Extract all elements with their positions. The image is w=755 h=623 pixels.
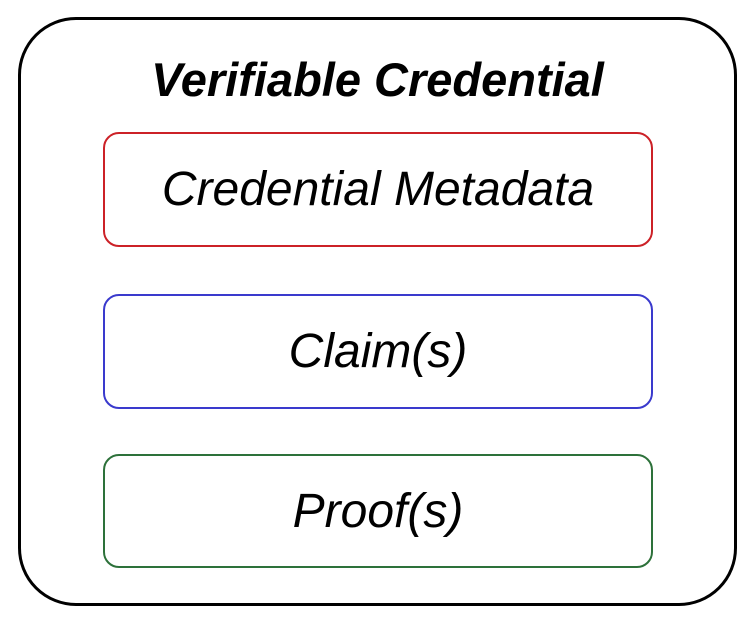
claims-label: Claim(s)	[288, 325, 468, 378]
diagram-title: Verifiable Credential	[151, 53, 604, 106]
credential-metadata-label: Credential Metadata	[161, 163, 595, 216]
credential-metadata-box: Credential Metadata	[103, 132, 653, 247]
proofs-label: Proof(s)	[292, 484, 464, 538]
proofs-box: Proof(s)	[103, 454, 653, 568]
claims-box: Claim(s)	[103, 294, 653, 409]
